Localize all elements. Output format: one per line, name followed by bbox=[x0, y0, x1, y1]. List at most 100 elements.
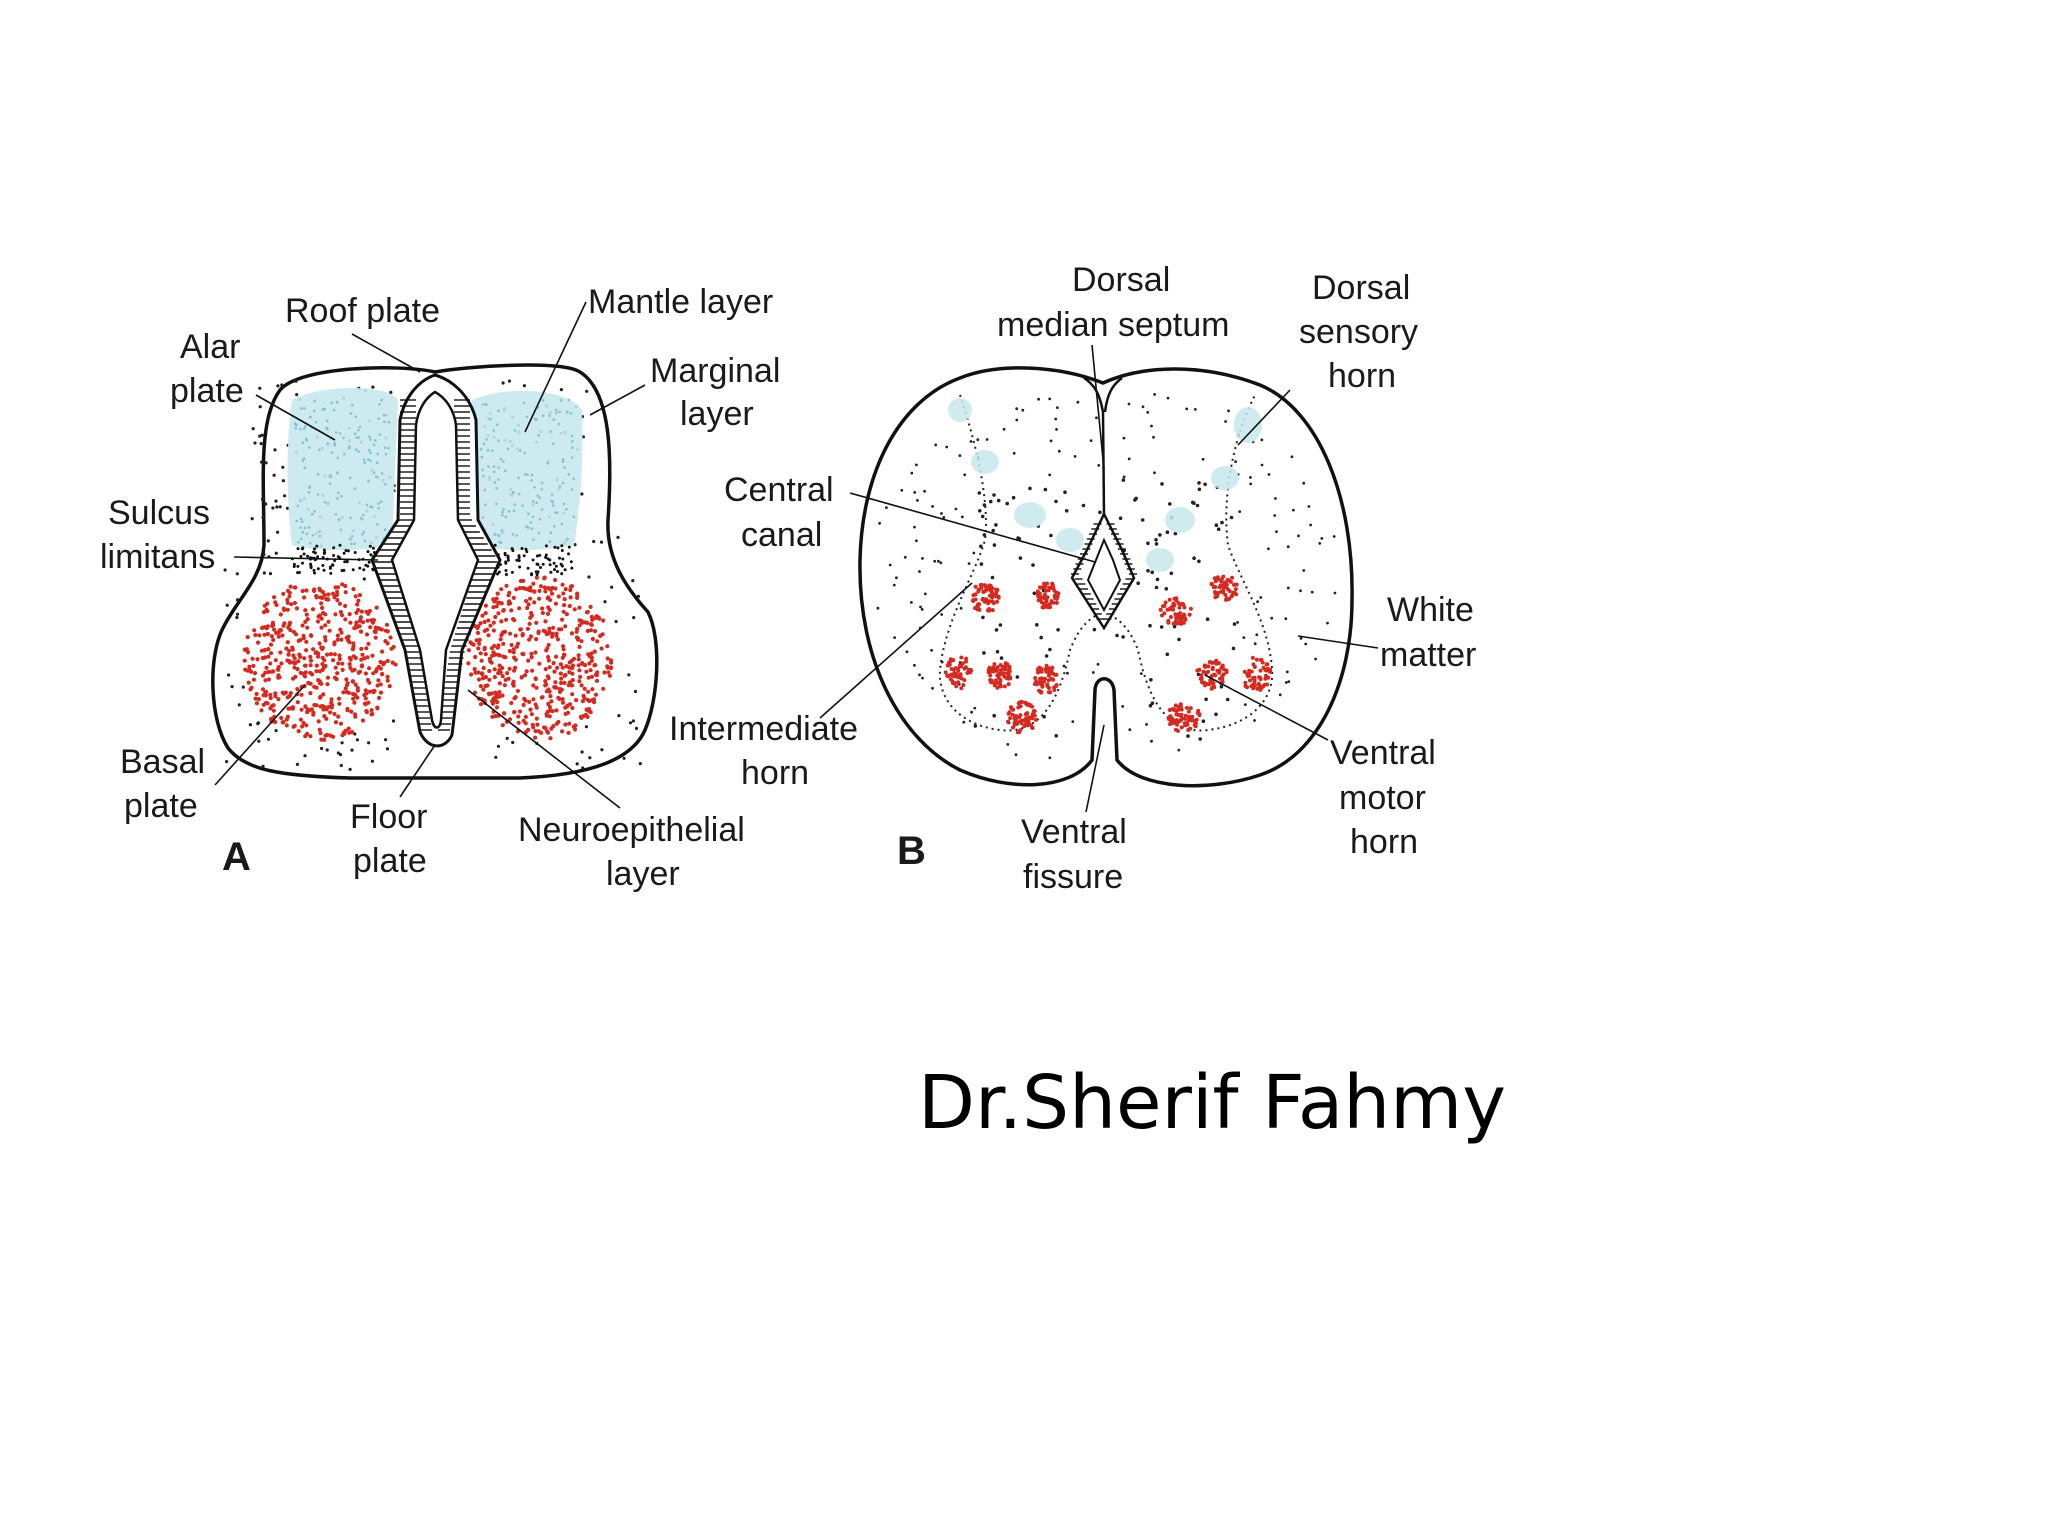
stipple-dot bbox=[1204, 697, 1208, 702]
stipple-dot bbox=[1141, 405, 1145, 409]
stipple-dot bbox=[1015, 407, 1019, 411]
basal-dot bbox=[373, 630, 378, 635]
basal-dot bbox=[345, 708, 350, 713]
alar-speck bbox=[513, 429, 517, 432]
stipple-dot bbox=[1092, 627, 1097, 632]
basal-dot bbox=[376, 678, 381, 683]
alar-speck bbox=[482, 442, 486, 446]
motor-nucleus-dot bbox=[1254, 657, 1259, 662]
basal-dot bbox=[321, 707, 326, 712]
basal-dot bbox=[259, 648, 265, 653]
stipple-dot bbox=[958, 661, 962, 664]
motor-nucleus-dot bbox=[1168, 615, 1173, 619]
stipple-dot bbox=[1122, 436, 1126, 440]
motor-nucleus-dot bbox=[1167, 606, 1172, 611]
stipple-dot bbox=[1150, 570, 1154, 575]
sulcus-dot bbox=[313, 547, 316, 551]
stipple-dot bbox=[876, 606, 880, 610]
alar-speck bbox=[548, 540, 552, 543]
basal-dot bbox=[539, 695, 544, 700]
basal-dot bbox=[544, 711, 549, 717]
basal-dot bbox=[511, 595, 516, 601]
stipple-dot bbox=[1028, 486, 1032, 491]
stipple-dot bbox=[1044, 654, 1049, 658]
alar-speck bbox=[495, 486, 499, 490]
motor-nucleus-dot bbox=[1047, 666, 1051, 671]
basal-dot bbox=[280, 690, 285, 695]
stipple-dot bbox=[915, 539, 918, 543]
basal-dot bbox=[338, 627, 343, 632]
alar-speck bbox=[333, 443, 337, 447]
white-matter-leader bbox=[1297, 635, 1379, 649]
alar-plate-label-line2: plate bbox=[170, 372, 244, 410]
motor-nucleus-dot bbox=[998, 668, 1003, 673]
stipple-dot bbox=[1273, 514, 1277, 517]
basal-dot bbox=[554, 654, 559, 659]
stipple-dot bbox=[1146, 569, 1150, 573]
stipple-dot bbox=[1232, 622, 1237, 626]
stipple-dot bbox=[617, 714, 621, 718]
alar-speck bbox=[378, 403, 381, 406]
basal-dot bbox=[285, 658, 290, 663]
basal-dot bbox=[481, 687, 486, 692]
stipple-dot bbox=[992, 713, 996, 718]
basal-dot bbox=[491, 628, 496, 633]
motor-nucleus-dot bbox=[1251, 662, 1256, 667]
stipple-dot bbox=[885, 506, 888, 510]
alar-speck bbox=[384, 452, 388, 456]
basal-dot bbox=[585, 628, 590, 634]
stipple-dot bbox=[1260, 463, 1264, 467]
basal-dot bbox=[364, 646, 369, 651]
basal-dot bbox=[263, 670, 268, 675]
sulcus-dot bbox=[297, 571, 301, 574]
alar-speck bbox=[302, 427, 306, 431]
motor-nucleus-dot bbox=[1253, 683, 1257, 688]
alar-speck bbox=[559, 399, 563, 402]
panel-b-cross-section bbox=[858, 366, 1354, 788]
motor-nucleus-dot bbox=[943, 670, 948, 675]
motor-nucleus-dot bbox=[992, 683, 997, 688]
basal-dot bbox=[285, 588, 291, 593]
motor-nucleus-dot bbox=[1204, 670, 1209, 675]
basal-dot bbox=[532, 589, 537, 594]
stipple-dot bbox=[633, 689, 638, 694]
alar-speck bbox=[357, 428, 360, 432]
alar-speck bbox=[318, 530, 321, 533]
stipple-dot bbox=[985, 438, 989, 441]
stipple-dot bbox=[367, 741, 371, 745]
alar-speck bbox=[561, 481, 565, 485]
stipple-dot bbox=[636, 594, 641, 599]
basal-dot bbox=[584, 610, 590, 615]
basal-dot bbox=[343, 583, 348, 589]
basal-dot bbox=[482, 628, 487, 634]
basal-dot bbox=[575, 595, 580, 601]
stipple-dot bbox=[1165, 530, 1170, 534]
motor-nucleus-dot bbox=[1030, 704, 1035, 709]
motor-nucleus-dot bbox=[1220, 679, 1225, 684]
ventral-fissure-label-line1: Ventral bbox=[1021, 813, 1127, 851]
basal-dot bbox=[510, 617, 516, 622]
basal-dot bbox=[370, 653, 375, 658]
basal-dot bbox=[286, 652, 291, 657]
basal-dot bbox=[477, 641, 482, 646]
stipple-dot bbox=[972, 551, 976, 555]
stipple-dot bbox=[264, 502, 268, 506]
basal-dot bbox=[363, 671, 368, 676]
alar-speck bbox=[326, 428, 329, 431]
motor-nucleus-dot bbox=[1207, 660, 1212, 665]
author-name: Dr.Sherif Fahmy bbox=[918, 1060, 1506, 1146]
stipple-dot bbox=[622, 756, 626, 760]
stipple-dot bbox=[1149, 678, 1153, 682]
basal-dot bbox=[531, 683, 536, 688]
alar-speck bbox=[558, 485, 562, 488]
basal-dot bbox=[328, 710, 333, 715]
stipple-dot bbox=[937, 559, 940, 563]
basal-dot bbox=[301, 720, 306, 726]
basal-dot bbox=[269, 669, 274, 674]
basal-dot bbox=[476, 677, 482, 682]
motor-nucleus-dot bbox=[1166, 618, 1171, 623]
alar-speck bbox=[296, 504, 300, 508]
motor-nucleus-dot bbox=[1168, 714, 1173, 719]
motor-nucleus-dot bbox=[1224, 670, 1229, 675]
basal-dot bbox=[273, 694, 278, 699]
